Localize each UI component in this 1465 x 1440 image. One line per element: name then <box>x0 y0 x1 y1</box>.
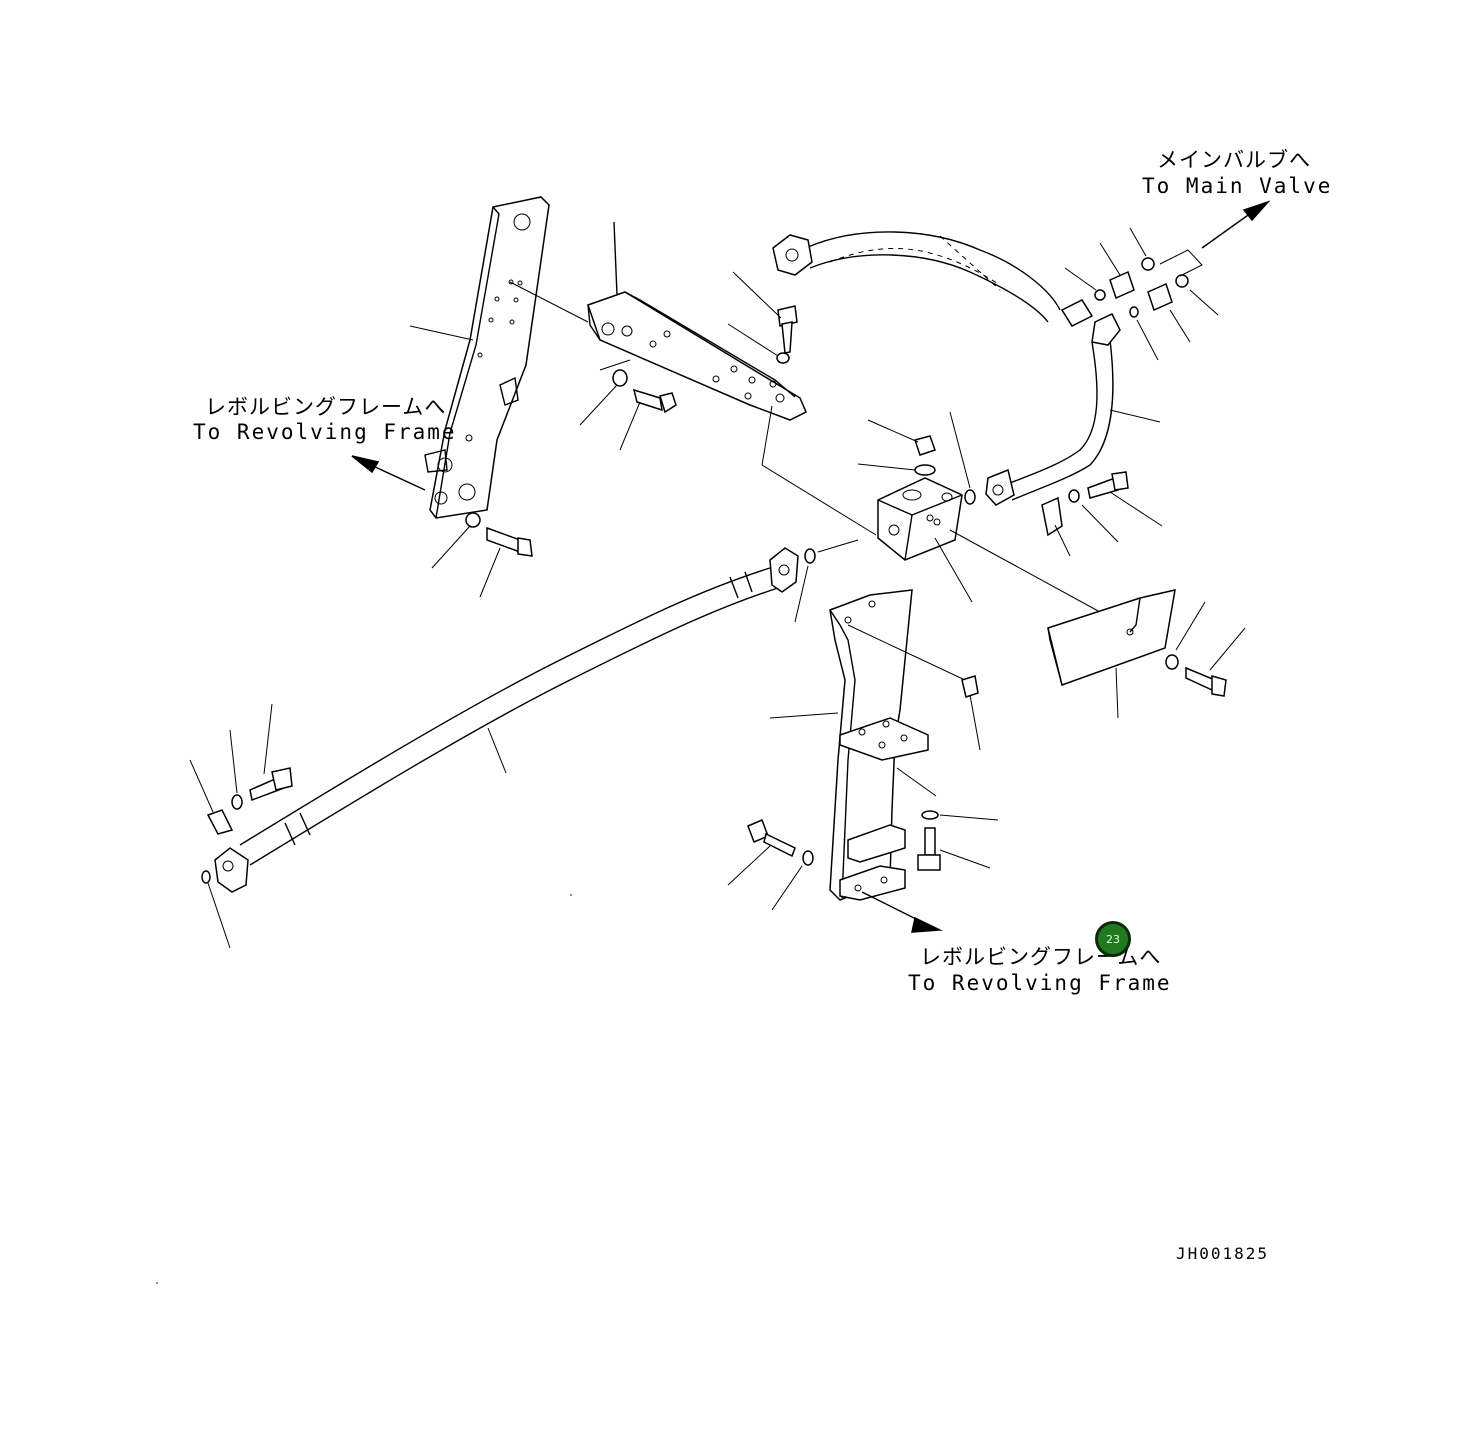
revolving-frame-left-label-en: To Revolving Frame <box>193 420 457 444</box>
lower-bracket <box>769 589 966 901</box>
cover-plate <box>1047 589 1246 719</box>
main-valve-fittings <box>1064 227 1219 361</box>
drawing-code: JH001825 <box>1176 1244 1270 1263</box>
valve-block <box>877 477 1101 613</box>
upper-hose <box>772 231 1094 327</box>
left-bracket-bolt <box>409 325 533 598</box>
arrow-main-valve <box>1201 200 1271 249</box>
callout-badge[interactable]: 23 <box>1095 921 1131 957</box>
right-hose-clamp <box>1041 471 1163 557</box>
left-bracket <box>424 196 550 519</box>
revolving-frame-left-label-jp: レボルビングフレームへ <box>205 395 447 419</box>
upper-bracket <box>509 221 807 421</box>
arrow-left <box>351 455 426 491</box>
vertical-bolt <box>727 271 877 536</box>
long-hose <box>214 539 859 893</box>
callout-number: 23 <box>1106 932 1120 946</box>
upper-bolt <box>579 359 677 451</box>
main-valve-label-en: To Main Valve <box>1142 174 1333 198</box>
main-valve-label-jp: メインバルブへ <box>1157 148 1311 172</box>
lower-left-bolt <box>727 819 814 911</box>
block-plug <box>857 419 936 476</box>
arrow-bottom <box>861 891 943 933</box>
lower-bracket-hardware <box>917 675 999 871</box>
revolving-frame-bottom-label-en: To Revolving Frame <box>908 971 1172 995</box>
long-hose-end-hardware <box>189 703 293 949</box>
right-hose <box>949 313 1161 506</box>
